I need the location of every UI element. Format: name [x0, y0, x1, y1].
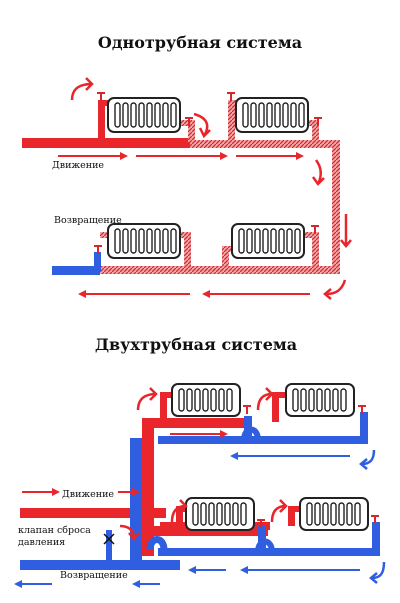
- pressure-relief-valve-icon: [103, 530, 115, 562]
- branch-pipe: [176, 506, 183, 526]
- two-pipe-return-riser: [130, 438, 142, 568]
- flow-arrow-icon: [132, 488, 140, 496]
- flow-arrow-icon: [369, 561, 386, 584]
- flow-arrow-icon: [70, 77, 94, 101]
- one-pipe-supply-label: Движение: [52, 160, 104, 171]
- branch-pipe: [222, 246, 229, 270]
- valve-icon: [97, 92, 105, 101]
- one-pipe-system: Движение Возвращение: [22, 77, 352, 300]
- flow-arrow-icon: [220, 430, 228, 438]
- one-pipe-return-main: [52, 266, 100, 275]
- two-pipe-supply-riser: [142, 424, 154, 556]
- branch-pipe: [184, 232, 191, 270]
- two-pipe-return-crossover: [241, 426, 261, 441]
- valve-label-line-2: давления: [18, 537, 65, 548]
- branch-pipe: [180, 120, 194, 126]
- one-pipe-mixed-main-bottom: [100, 266, 340, 274]
- radiator-icon: [231, 223, 305, 259]
- branch-pipe: [288, 506, 295, 526]
- two-pipe-return-lower: [158, 548, 378, 556]
- two-pipe-return-drop: [360, 412, 368, 444]
- two-pipe-return-crossover: [255, 538, 275, 553]
- flow-arrow-icon: [323, 279, 347, 300]
- one-pipe-right-riser: [332, 140, 340, 274]
- branch-pipe: [98, 100, 105, 140]
- flow-arrow-icon: [230, 452, 238, 460]
- flow-arrow-icon: [202, 290, 210, 298]
- branch-pipe: [222, 246, 234, 252]
- valve-icon: [257, 519, 265, 528]
- branch-pipe: [228, 100, 240, 106]
- valve-icon: [243, 405, 251, 414]
- one-pipe-supply-main: [22, 138, 194, 148]
- flow-arrow-icon: [311, 159, 325, 186]
- flow-arrow-icon: [188, 566, 196, 574]
- branch-pipe: [176, 232, 188, 238]
- branch-pipe: [312, 120, 319, 142]
- two-pipe-return-main: [20, 560, 180, 570]
- flow-arrow-icon: [240, 566, 248, 574]
- two-pipe-supply-main: [20, 508, 166, 518]
- two-pipe-return-drop: [258, 526, 266, 552]
- flow-arrow-icon: [359, 449, 376, 470]
- flow-arrow-icon: [220, 152, 228, 160]
- radiator-icon: [107, 97, 181, 133]
- radiator-icon: [235, 97, 309, 133]
- valve-icon: [311, 225, 319, 234]
- valve-label-line-1: клапан сброса: [18, 525, 91, 536]
- two-pipe-return-crossover: [146, 536, 168, 551]
- two-pipe-return-upper: [158, 436, 368, 444]
- one-pipe-return-label: Возвращение: [54, 215, 122, 226]
- radiator-icon: [299, 497, 369, 531]
- flow-arrow-icon: [193, 112, 211, 139]
- valve-icon: [227, 92, 235, 101]
- two-pipe-return-label: Возвращение: [60, 570, 128, 581]
- branch-pipe: [100, 232, 112, 238]
- flow-arrow-icon: [119, 524, 140, 541]
- branch-pipe: [288, 506, 300, 512]
- flow-arrow-icon: [296, 152, 304, 160]
- branch-pipe: [312, 232, 319, 270]
- radiator-icon: [107, 223, 181, 259]
- flow-arrow-icon: [340, 214, 352, 248]
- flow-arrow-icon: [14, 580, 22, 588]
- branch-pipe: [272, 392, 286, 398]
- two-pipe-return-drop: [372, 522, 380, 556]
- flow-arrow-icon: [270, 499, 288, 523]
- two-pipe-title: Двухтрубная система: [95, 335, 297, 354]
- two-pipe-system: Движение клапан сброса давления Возвраще…: [14, 383, 386, 588]
- flow-arrow-icon: [256, 387, 274, 411]
- radiator-icon: [185, 497, 255, 531]
- valve-icon: [371, 515, 379, 524]
- radiator-icon: [285, 383, 355, 417]
- one-pipe-return-riser: [94, 252, 101, 272]
- branch-pipe: [160, 392, 174, 398]
- two-pipe-supply-label: Движение: [62, 489, 114, 500]
- branch-pipe: [98, 100, 112, 106]
- valve-icon: [185, 117, 193, 126]
- valve-icon: [314, 117, 322, 126]
- branch-pipe: [228, 100, 235, 142]
- flow-arrow-icon: [52, 488, 60, 496]
- branch-pipe: [272, 392, 279, 422]
- one-pipe-title: Однотрубная система: [98, 33, 302, 52]
- valve-icon: [358, 405, 366, 414]
- flow-arrow-icon: [78, 290, 86, 298]
- flow-arrow-icon: [120, 152, 128, 160]
- branch-pipe: [188, 120, 195, 142]
- two-pipe-supply-upper: [142, 418, 252, 428]
- branch-pipe: [160, 392, 167, 422]
- one-pipe-mixed-main-top: [190, 140, 340, 148]
- flow-arrow-icon: [136, 387, 158, 411]
- radiator-icon: [171, 383, 241, 417]
- flow-arrow-icon: [170, 499, 188, 523]
- flow-arrow-icon: [132, 580, 140, 588]
- branch-pipe: [300, 232, 318, 238]
- valve-icon: [94, 245, 102, 254]
